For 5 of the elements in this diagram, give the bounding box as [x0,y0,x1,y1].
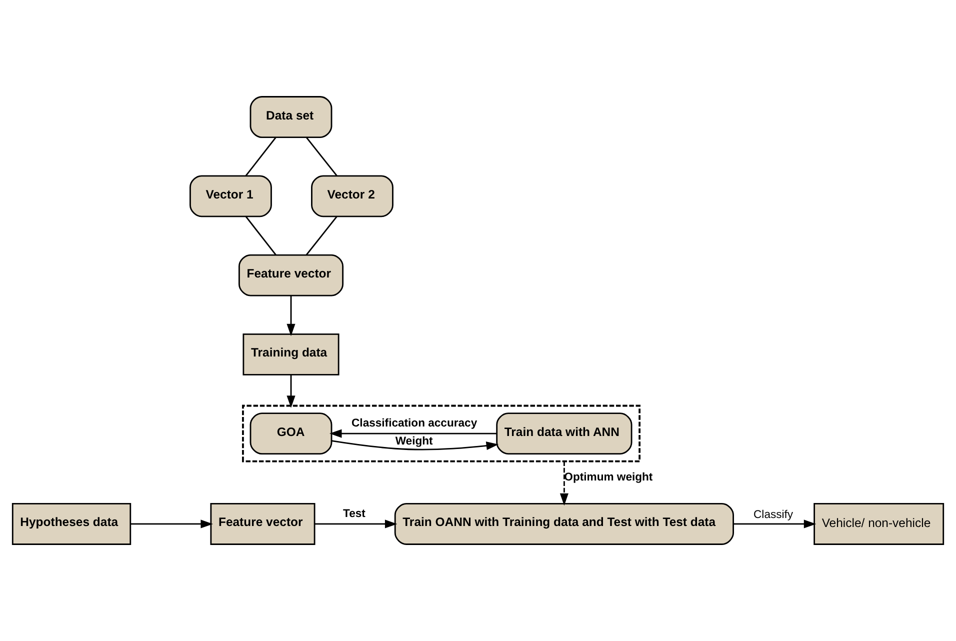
edge-label: Classify [754,508,794,521]
edge-label: Test [343,508,366,520]
edge-label: Classification accuracy [352,418,478,430]
edge-label: Weight [395,435,433,448]
edge-label: Optimum weight [564,472,653,484]
